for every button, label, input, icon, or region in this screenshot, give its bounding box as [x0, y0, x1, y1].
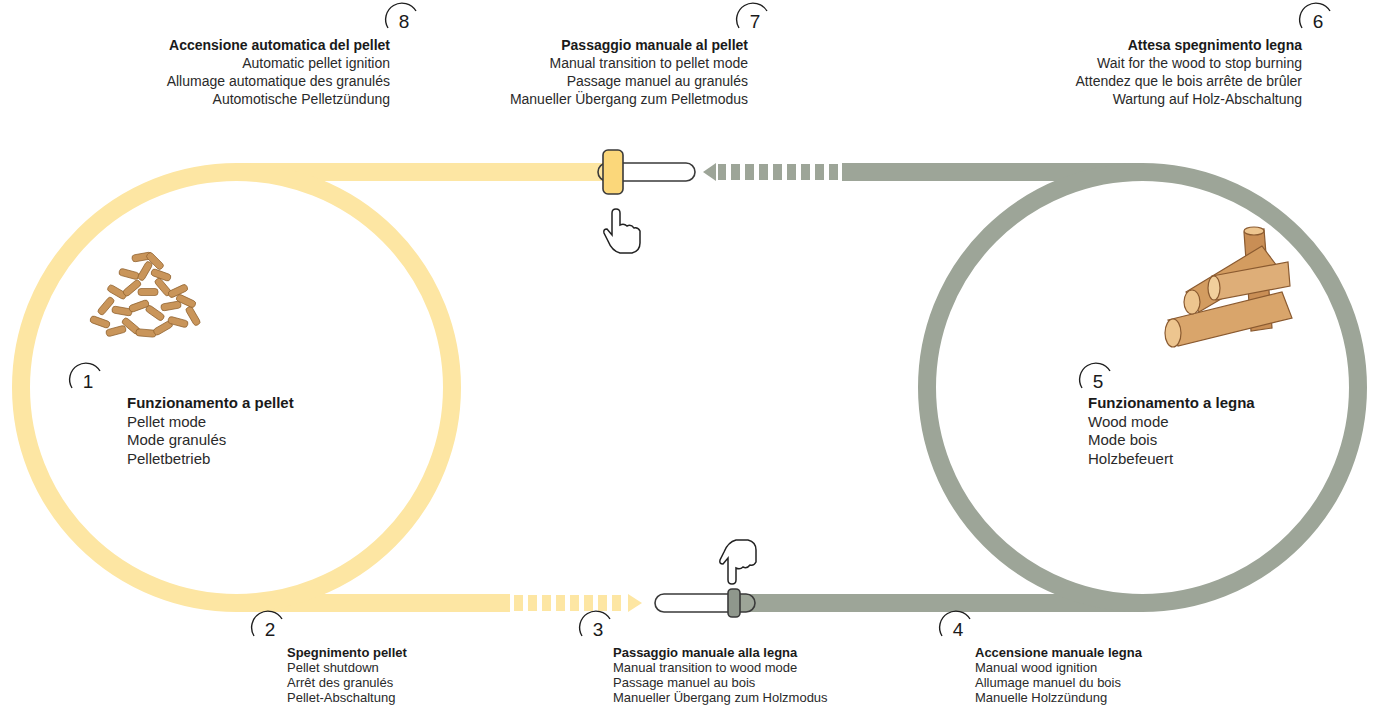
mode-title: Funzionamento a legna	[1088, 394, 1255, 413]
pellet	[105, 325, 126, 337]
step-title: Attesa spegnimento legna	[1128, 36, 1302, 54]
translation: Wait for the wood to stop burning	[1097, 54, 1302, 72]
pellet-pile	[89, 251, 201, 337]
callout-number: 7	[742, 11, 768, 33]
step-title: Passaggio manuale alla legna	[613, 645, 797, 660]
translation: Attendez que le bois arrête de brûler	[1076, 72, 1302, 90]
translation: Manual wood ignition	[975, 660, 1097, 675]
pellet	[150, 268, 171, 281]
callout-number: 8	[391, 11, 417, 33]
track-dashes	[718, 164, 838, 180]
translation: Manueller Übergang zum Pelletmodus	[510, 90, 748, 108]
log-end	[1244, 227, 1264, 235]
ring	[927, 172, 1358, 603]
translation: Manueller Übergang zum Holzmodus	[613, 690, 828, 705]
mode-track	[237, 163, 1143, 181]
arrow-head	[628, 594, 642, 612]
pellet	[167, 316, 188, 328]
hand-icon	[604, 209, 640, 253]
callout-number: 3	[585, 619, 611, 641]
slider-knob	[728, 589, 740, 617]
translation: Pellet shutdown	[287, 660, 379, 675]
bottom-slider	[655, 589, 755, 617]
pellet	[97, 296, 115, 316]
callout-number: 4	[945, 619, 971, 641]
pellet	[167, 284, 188, 299]
callout-number: 2	[257, 619, 283, 641]
log-end	[1184, 290, 1200, 314]
translation: Manual transition to wood mode	[613, 660, 797, 675]
translation: Mode granulés	[127, 431, 226, 450]
translation: Allumage manuel du bois	[975, 675, 1121, 690]
circle-outline	[12, 163, 461, 612]
mode-track	[237, 594, 1143, 612]
pellet	[175, 294, 196, 309]
ring	[21, 172, 452, 603]
step-title: Spegnimento pellet	[287, 645, 407, 660]
wood-logs	[1165, 227, 1292, 347]
pellet	[89, 315, 110, 328]
translation: Automotische Pelletzündung	[213, 90, 390, 108]
log-end	[1208, 276, 1220, 300]
translation: Pellet-Abschaltung	[287, 690, 395, 705]
pellet	[118, 268, 139, 280]
arrow-head	[703, 163, 716, 181]
pellet	[136, 329, 157, 338]
callout-number: 6	[1305, 11, 1331, 33]
translation: Pellet mode	[127, 413, 206, 432]
translation: Holzbefeuert	[1088, 450, 1173, 469]
callout-arcs	[70, 3, 1330, 636]
top-slider	[598, 150, 695, 194]
circle-outline	[918, 163, 1367, 612]
pellet	[161, 301, 182, 311]
step-title: Accensione automatica del pellet	[169, 36, 390, 54]
translation: Wood mode	[1088, 413, 1169, 432]
step-title: Accensione manuale legna	[975, 645, 1142, 660]
translation: Mode bois	[1088, 431, 1157, 450]
translation: Passage manuel au bois	[613, 675, 755, 690]
mode-title: Funzionamento a pellet	[127, 394, 294, 413]
log	[1212, 262, 1290, 300]
callout-number: 5	[1085, 371, 1111, 393]
translation: Automatic pellet ignition	[242, 54, 390, 72]
mode-circle: 1Funzionamento a pelletPellet modeMode g…	[12, 163, 461, 612]
pellet	[145, 251, 164, 270]
slider-knob	[603, 150, 623, 194]
translation: Pelletbetrieb	[127, 450, 210, 469]
mode-circle: 5Funzionamento a legnaWood modeMode bois…	[918, 163, 1367, 612]
hand-icon	[720, 540, 756, 584]
callout-number: 1	[75, 371, 101, 393]
translation: Arrêt des granulés	[287, 675, 393, 690]
pellet	[185, 306, 201, 327]
log-end	[1165, 319, 1181, 347]
translation: Wartung auf Holz-Abschaltung	[1113, 90, 1302, 108]
step-title: Passaggio manuale al pellet	[561, 36, 748, 54]
pellet	[138, 289, 158, 296]
translation: Manual transition to pellet mode	[550, 54, 748, 72]
translation: Manuelle Holzzündung	[975, 690, 1107, 705]
pellet	[137, 261, 153, 282]
track-dashes	[514, 595, 626, 611]
translation: Allumage automatique des granulés	[167, 72, 390, 90]
translation: Passage manuel au granulés	[567, 72, 748, 90]
